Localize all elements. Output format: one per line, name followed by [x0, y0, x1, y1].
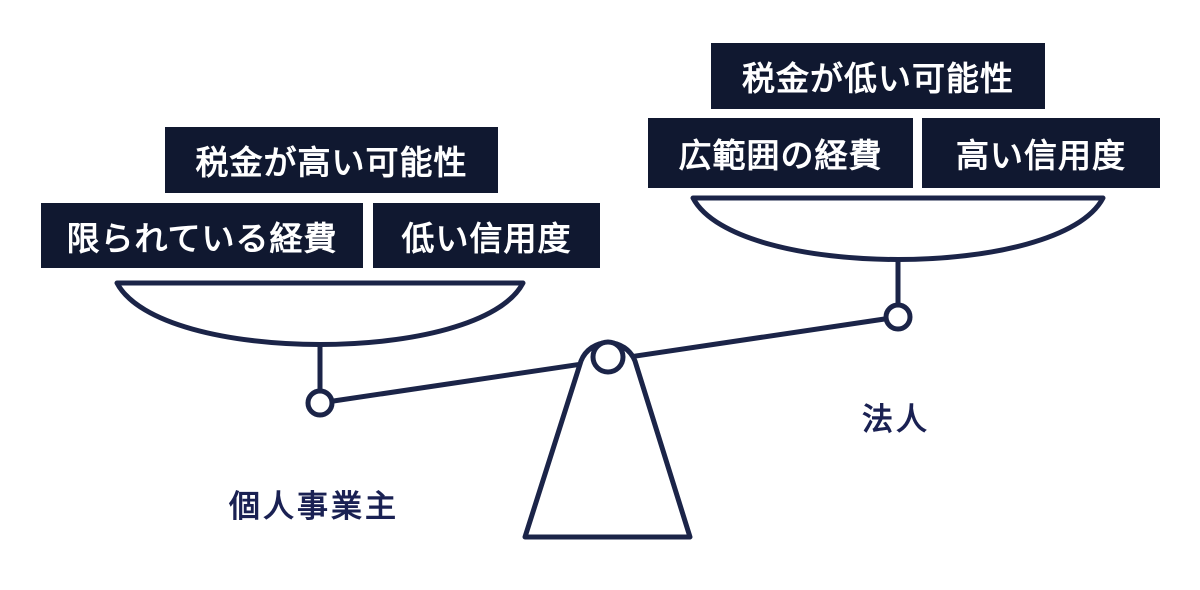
left-top-badge: 税金が高い可能性 [165, 127, 498, 193]
left-side-label: 個人事業主 [229, 489, 399, 524]
left-badge-expenses: 限られている経費 [41, 203, 363, 268]
right-top-badge: 税金が低い可能性 [711, 43, 1045, 109]
right-badge-expenses: 広範囲の経費 [648, 118, 913, 188]
right-pan-pivot [883, 302, 913, 332]
left-pan-pivot [305, 388, 335, 418]
fulcrum-pivot [590, 339, 626, 375]
right-pan [690, 195, 1106, 262]
right-side-label: 法人 [862, 402, 930, 437]
right-badge-credit: 高い信用度 [922, 118, 1160, 188]
left-badge-credit: 低い信用度 [373, 203, 600, 268]
left-pan [114, 280, 526, 347]
